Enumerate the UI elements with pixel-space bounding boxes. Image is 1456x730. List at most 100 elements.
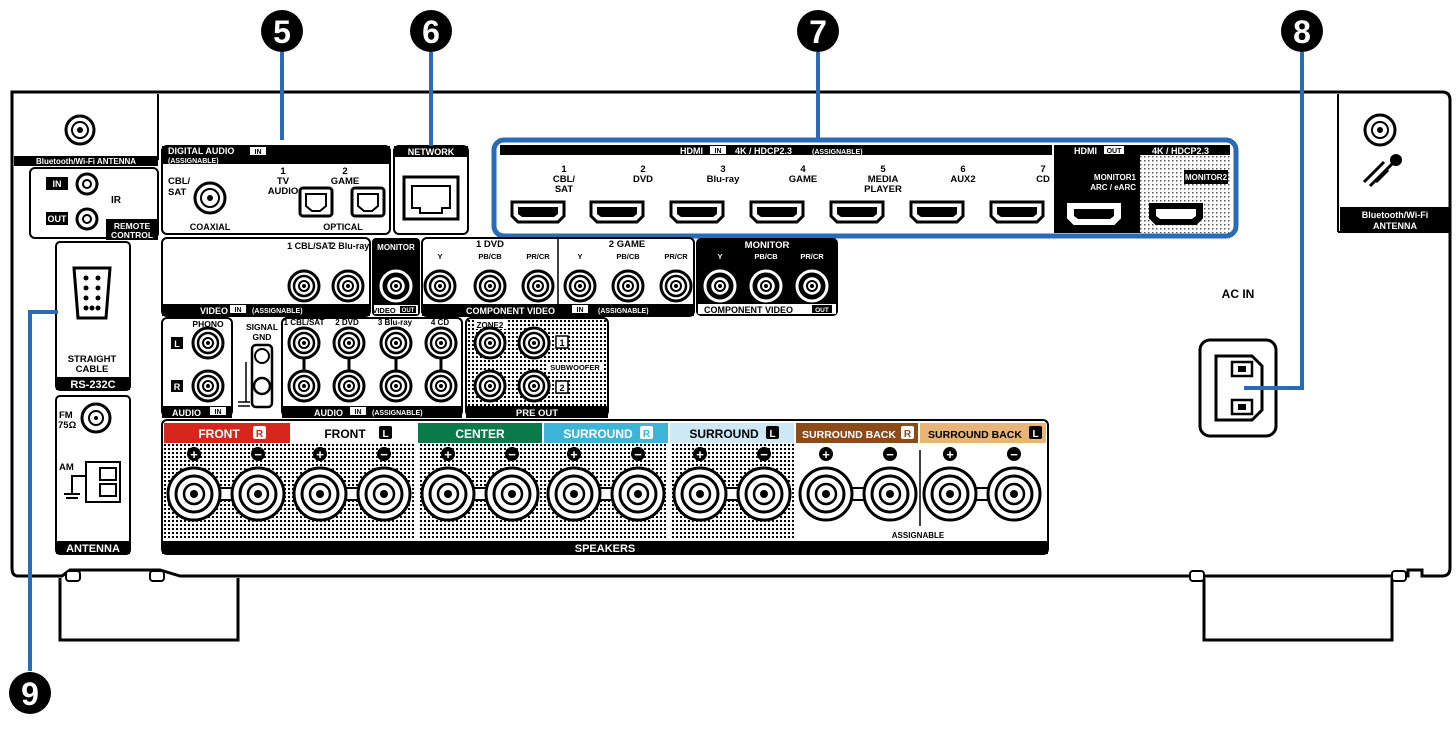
- speaker-channel-3-minus-sign: −: [508, 447, 516, 462]
- hdmi-input-3-label-2: Blu-ray: [707, 174, 740, 185]
- audio-in-jack-4-l[interactable]: [424, 326, 458, 360]
- video-in-jack-1[interactable]: [287, 269, 321, 303]
- optical1-num: 1: [280, 166, 286, 177]
- audio-in-jack-4-r[interactable]: [424, 369, 458, 403]
- speaker-channel-7-positive-terminal[interactable]: [922, 466, 978, 522]
- component-out-jack-2[interactable]: [749, 269, 783, 303]
- speaker-channel-7-side: L: [1032, 429, 1038, 440]
- hdmi-input-6-label-2: AUX2: [950, 174, 975, 185]
- hdmi-in-port-6[interactable]: [909, 200, 965, 224]
- phono-l-jack[interactable]: [191, 326, 225, 360]
- component-in-jack-1[interactable]: [423, 269, 457, 303]
- hdmi-in-sub: (ASSIGNABLE): [812, 149, 863, 156]
- phono-r-label: R: [174, 382, 181, 392]
- hdmi-in-port-2[interactable]: [589, 200, 645, 224]
- right-foot: [1202, 578, 1394, 642]
- hdmi-in-port-1[interactable]: [510, 200, 566, 224]
- bt-antenna-right-label-1: Bluetooth/Wi-Fi: [1362, 210, 1428, 220]
- rs232c-port[interactable]: [72, 266, 112, 320]
- speaker-channel-4-plus-sign: +: [570, 447, 578, 462]
- subwoofer-1-jack[interactable]: [517, 326, 551, 360]
- component-out-badge: OUT: [815, 307, 829, 314]
- phono-audio-title: AUDIO: [172, 408, 201, 418]
- rs232-cable-2: CABLE: [76, 364, 109, 375]
- component-in-jack-6[interactable]: [659, 269, 693, 303]
- video-jack1-label: 1 CBL/SAT: [287, 241, 333, 251]
- speaker-channel-4-positive-terminal[interactable]: [546, 466, 602, 522]
- component-out-jack-3[interactable]: [795, 269, 829, 303]
- phono-r-jack[interactable]: [191, 369, 225, 403]
- speaker-channel-6-positive-terminal[interactable]: [798, 466, 854, 522]
- audio-in-jack-2-l[interactable]: [332, 326, 366, 360]
- component-in-label-4: Y: [577, 252, 582, 261]
- subwoofer1-label: 1: [559, 338, 564, 348]
- audio-in-jack-2-r[interactable]: [332, 369, 366, 403]
- component-out-title: COMPONENT VIDEO: [704, 305, 793, 315]
- antenna-title: ANTENNA: [66, 543, 120, 555]
- rs232-title: RS-232C: [70, 379, 115, 391]
- remote-out-label: OUT: [48, 214, 68, 224]
- hdmi-in-port-3[interactable]: [669, 200, 725, 224]
- speaker-channel-3-positive-terminal[interactable]: [420, 466, 476, 522]
- remote-in-label: IN: [53, 179, 62, 189]
- hdmi-in-port-4[interactable]: [749, 200, 805, 224]
- speaker-channel-2-positive-terminal[interactable]: [292, 466, 348, 522]
- hdmi-in-title: HDMI: [680, 146, 703, 156]
- callout-7: 7: [797, 10, 839, 140]
- audio-jacks-row: [191, 326, 551, 403]
- speaker-channel-2-negative-terminal[interactable]: [356, 466, 412, 522]
- audio-in-jack-1-r[interactable]: [287, 369, 321, 403]
- callout-5-number: 5: [273, 14, 291, 50]
- rs232-cable-1: STRAIGHT: [68, 354, 117, 365]
- component-in-jack-4[interactable]: [563, 269, 597, 303]
- component-in-label-1: Y: [437, 252, 442, 261]
- hdmi-input-3-label-1: 3: [720, 164, 725, 175]
- hdmi-in-spec: 4K / HDCP2.3: [735, 146, 792, 156]
- hdmi-input-4-label-2: GAME: [789, 174, 818, 185]
- speaker-channel-7-negative-terminal[interactable]: [986, 466, 1042, 522]
- component-in-jack-3[interactable]: [521, 269, 555, 303]
- speaker-channel-4-negative-terminal[interactable]: [610, 466, 666, 522]
- speaker-channel-5-negative-terminal[interactable]: [736, 466, 792, 522]
- component-out-jack-1[interactable]: [703, 269, 737, 303]
- hdmi-input-7-label-2: CD: [1036, 174, 1050, 185]
- zone2-l-jack[interactable]: [473, 326, 507, 360]
- speaker-channel-1-negative-terminal[interactable]: [230, 466, 286, 522]
- audio-in-jack-3-l[interactable]: [379, 326, 413, 360]
- zone2-r-jack[interactable]: [473, 369, 507, 403]
- hdmi-input-6-label-1: 6: [960, 164, 965, 175]
- speaker-channel-5-positive-terminal[interactable]: [672, 466, 728, 522]
- speaker-channel-1-plus-sign: +: [190, 447, 198, 462]
- audio-in-badge: IN: [355, 409, 362, 416]
- component-in-jack-2[interactable]: [473, 269, 507, 303]
- audio-in-jack-1-l[interactable]: [287, 326, 321, 360]
- hdmi-input-7-label-1: 7: [1040, 164, 1045, 175]
- component-in-jack-5[interactable]: [611, 269, 645, 303]
- speaker-channel-7-color-band: [920, 423, 1046, 443]
- phono-l-label: L: [174, 339, 180, 349]
- video-in-jack-2[interactable]: [331, 269, 365, 303]
- hdmi-out-monitor1-port[interactable]: [1067, 203, 1121, 225]
- signal-gnd-terminal[interactable]: [238, 343, 274, 409]
- hdmi-input-5-label-1: 5: [880, 164, 886, 175]
- speaker-channel-3-negative-terminal[interactable]: [484, 466, 540, 522]
- monitor1-label: MONITOR1: [1094, 173, 1137, 182]
- subwoofer-2-jack[interactable]: [517, 369, 551, 403]
- audio-in-jack-3-r[interactable]: [379, 369, 413, 403]
- hdmi-input-2-label-1: 2: [640, 164, 645, 175]
- hdmi-in-port-5[interactable]: [829, 200, 885, 224]
- speaker-channel-1-minus-sign: −: [254, 447, 262, 462]
- optical-title: OPTICAL: [323, 222, 363, 232]
- hdmi-out-monitor2-port[interactable]: [1149, 203, 1203, 225]
- ac-inlet[interactable]: [1198, 338, 1278, 438]
- component-out-label-2: PB/CB: [754, 252, 778, 261]
- bt-antenna-left-label: Bluetooth/Wi-Fi ANTENNA: [36, 157, 136, 166]
- video-out-monitor-jack[interactable]: [379, 269, 413, 303]
- hdmi-in-port-7[interactable]: [989, 200, 1045, 224]
- speaker-channel-1-positive-terminal[interactable]: [166, 466, 222, 522]
- callout-9-number: 9: [21, 676, 39, 712]
- speaker-channel-6-negative-terminal[interactable]: [862, 466, 918, 522]
- component-in-label-3: PR/CR: [526, 252, 550, 261]
